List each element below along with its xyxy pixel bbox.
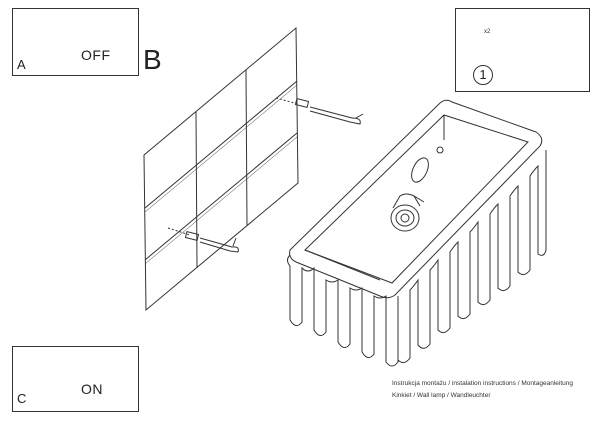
step-c-letter: C xyxy=(17,391,27,406)
step-c-label: ON xyxy=(81,381,103,397)
caption-line-1: Instrukcja montażu / instalation instruc… xyxy=(392,380,574,387)
wall-panel xyxy=(143,26,299,312)
lamp-body xyxy=(287,99,547,367)
caption-line-2: Kinkiet / Wall lamp / Wandleuchter xyxy=(392,392,491,399)
step-c-panel: C ON xyxy=(12,346,139,412)
screw-upper xyxy=(275,97,364,125)
step-a-label: OFF xyxy=(81,47,111,63)
step-b-letter: B xyxy=(143,44,162,75)
multiplier-label: x2 xyxy=(484,29,491,35)
step-number-badge: 1 xyxy=(473,65,493,85)
step-a-panel: A OFF xyxy=(12,8,139,76)
tools-panel: x2 1 xyxy=(455,8,590,92)
step-a-letter: A xyxy=(17,57,26,72)
screw-lower xyxy=(167,227,239,253)
